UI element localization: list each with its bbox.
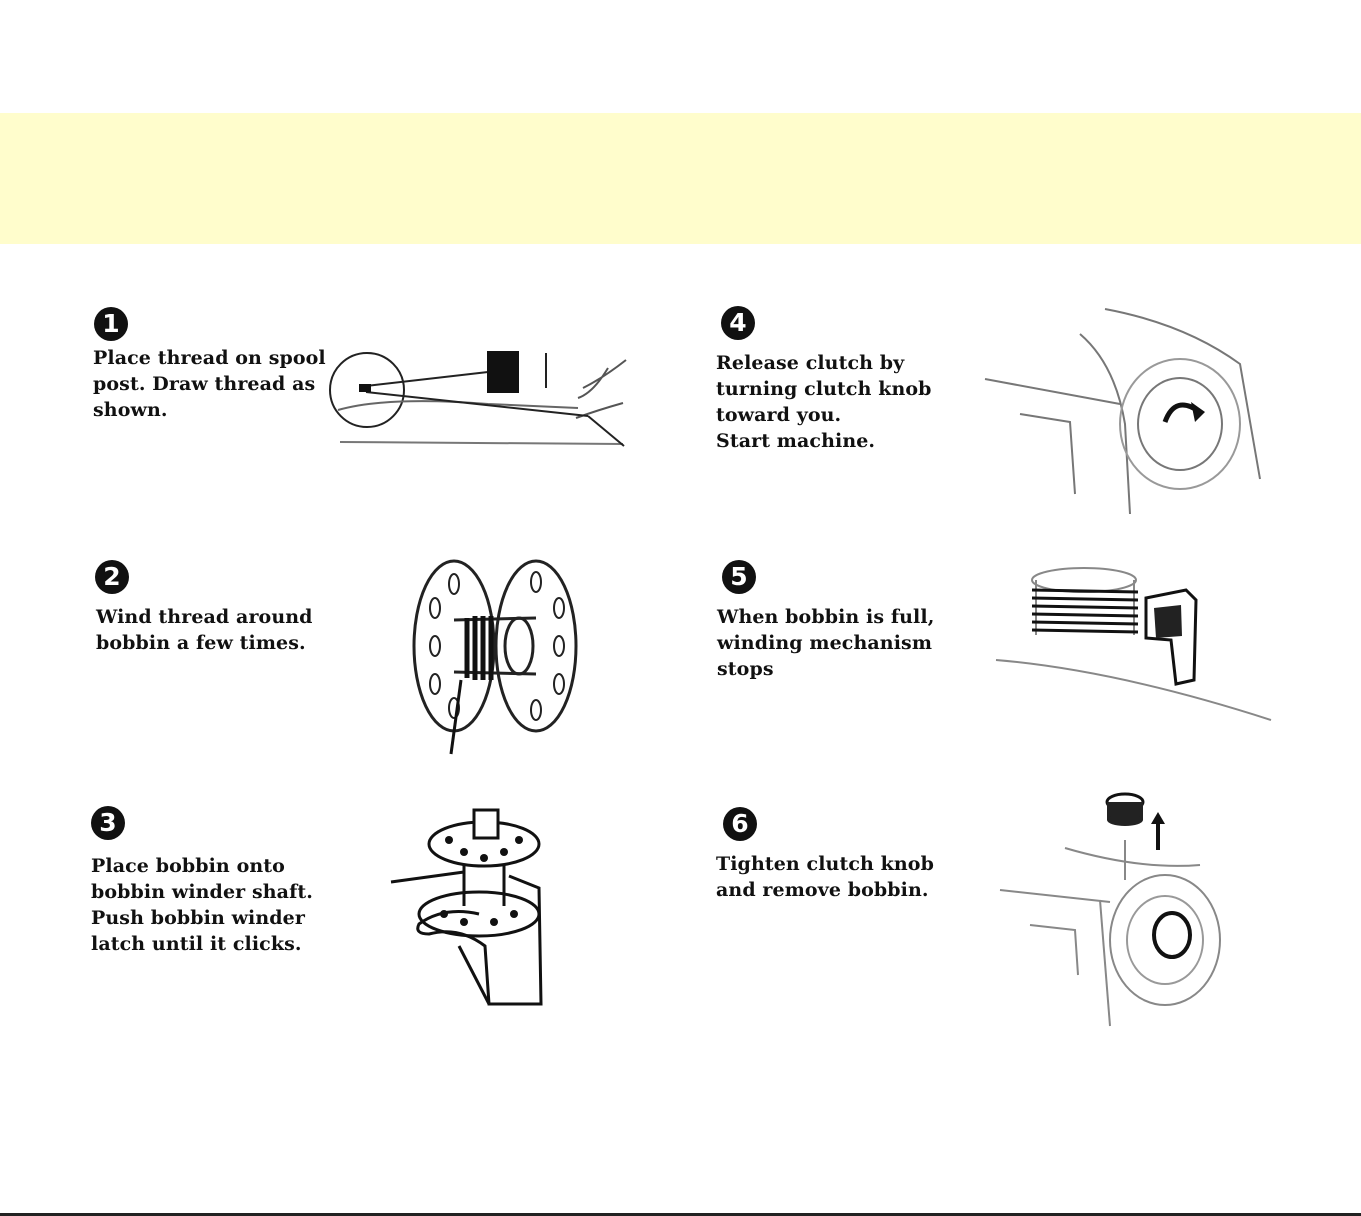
clutch-knob-illustration — [985, 304, 1265, 518]
bobbin-winder-illustration — [389, 806, 547, 1006]
step-text-6: Tighten clutch knob and remove bobbin. — [716, 851, 956, 903]
spool-post-illustration — [328, 348, 628, 450]
step-number-3: 3 — [91, 806, 125, 840]
step-number-5: 5 — [722, 560, 756, 594]
full-bobbin-illustration — [996, 560, 1276, 726]
bobbin-illustration — [409, 560, 581, 756]
step-number-4: 4 — [721, 306, 755, 340]
step-text-4: Release clutch by turning clutch knob to… — [716, 350, 956, 454]
remove-bobbin-illustration — [1000, 790, 1230, 1028]
step-number-2: 2 — [95, 560, 129, 594]
step-number-6: 6 — [723, 807, 757, 841]
header-banner — [0, 113, 1361, 244]
step-text-1: Place thread on spool post. Draw thread … — [93, 345, 333, 423]
step-text-5: When bobbin is full, winding mechanism s… — [717, 604, 957, 682]
step-text-3: Place bobbin onto bobbin winder shaft. P… — [91, 853, 331, 957]
step-text-2: Wind thread around bobbin a few times. — [96, 604, 336, 656]
step-number-1: 1 — [94, 307, 128, 341]
